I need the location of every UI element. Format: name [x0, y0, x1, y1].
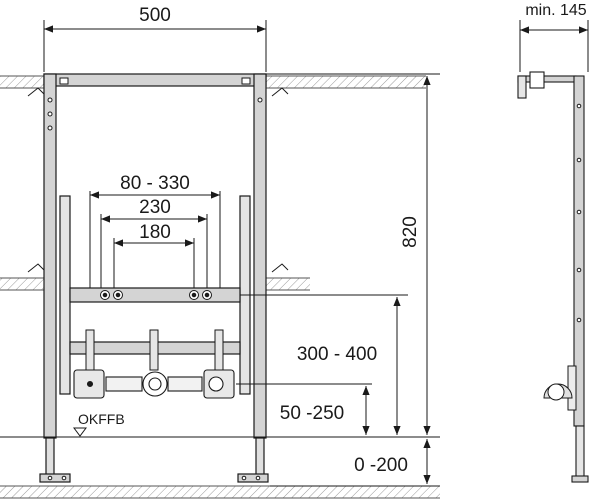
depth-label: min. 145 [525, 2, 586, 19]
width-label: 500 [139, 5, 171, 26]
outlet-height-label: 300 - 400 [297, 344, 377, 365]
floor-hatch [0, 485, 440, 499]
floor-label: OKFFB [78, 411, 125, 427]
water-outlets [100, 290, 212, 300]
drain-assembly [73, 369, 235, 399]
floor-level-marker [73, 427, 87, 437]
wall-bracket-hatch-mid [0, 277, 310, 291]
side-view [517, 20, 589, 483]
mounting-studs [85, 329, 224, 371]
spacing-inner-label: 180 [139, 222, 171, 243]
height-label: 820 [400, 216, 421, 248]
drain-height-label: 50 -250 [280, 403, 344, 424]
spacing-outer-label: 80 - 330 [120, 173, 190, 194]
wall-bracket-hatch-top [0, 75, 426, 89]
dimension-lines [0, 20, 440, 487]
spacing-mid-label: 230 [139, 197, 171, 218]
frame-body [39, 73, 269, 483]
foot-label: 0 -200 [354, 455, 408, 476]
wall-brackets [27, 87, 289, 273]
frame-details [47, 77, 263, 481]
